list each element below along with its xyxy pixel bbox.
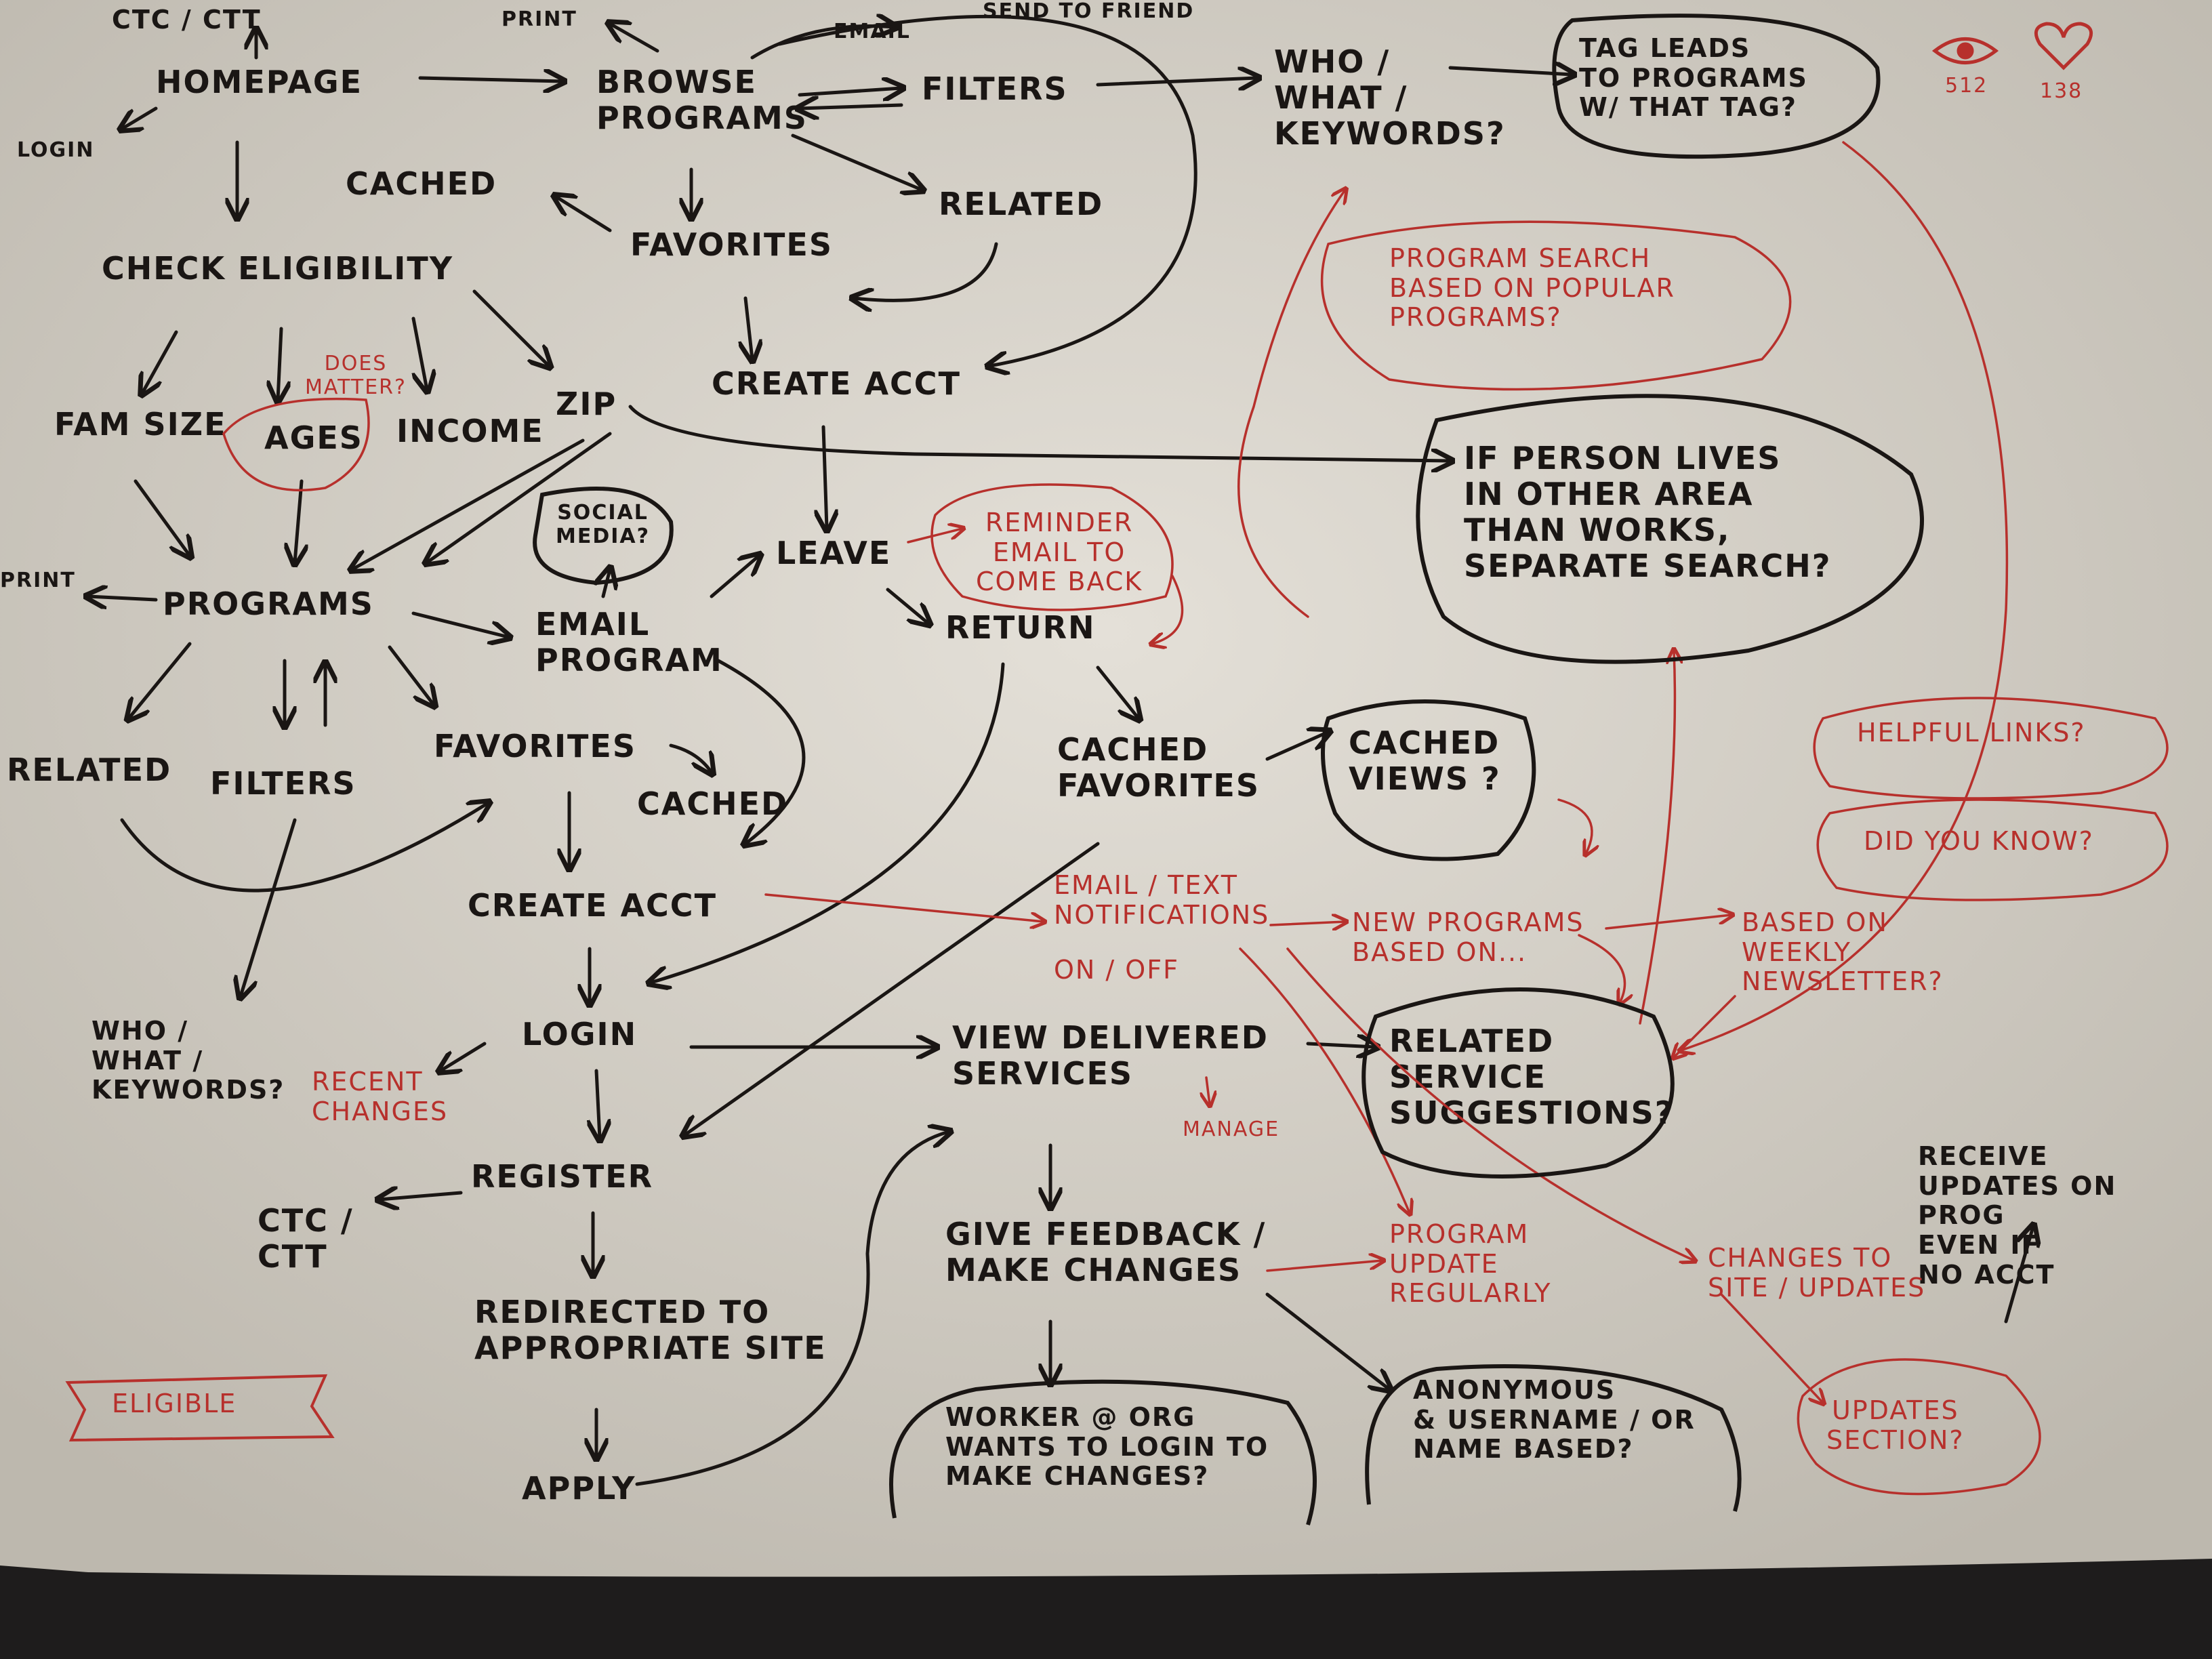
favorites-top: FAVORITES <box>630 226 833 263</box>
views-count: 512 <box>1945 74 1988 98</box>
view-delivered-services-node: VIEW DELIVERED SERVICES <box>952 1019 1269 1092</box>
register-node: REGISTER <box>471 1158 654 1195</box>
programs-node: PROGRAMS <box>163 586 374 622</box>
favorites-mid: FAVORITES <box>434 728 636 764</box>
did-you-know-note: DID YOU KNOW? <box>1864 826 2094 856</box>
check-eligibility-node: CHECK ELIGIBILITY <box>102 250 454 287</box>
cached-favorites-node: CACHED FAVORITES <box>1057 731 1260 804</box>
based-on-weekly-note: BASED ON WEEKLY NEWSLETTER? <box>1742 907 1944 997</box>
worker-at-org-node: WORKER @ ORG WANTS TO LOGIN TO MAKE CHAN… <box>945 1402 1269 1492</box>
fam-size: FAM SIZE <box>54 406 227 443</box>
email-program: EMAIL PROGRAM <box>535 606 723 678</box>
tag-leads-node: TAG LEADS TO PROGRAMS W/ THAT TAG? <box>1579 33 1808 123</box>
anonymous-node: ANONYMOUS & USERNAME / OR NAME BASED? <box>1413 1375 1696 1465</box>
receive-updates-note: RECEIVE UPDATES ON PROG EVEN IF NO ACCT <box>1918 1141 2117 1290</box>
does-matter-note: DOES MATTER? <box>305 352 407 399</box>
related-service-suggestions-node: RELATED SERVICE SUGGESTIONS? <box>1389 1023 1675 1131</box>
recent-changes-note: RECENT CHANGES <box>312 1067 449 1126</box>
on-off-note: ON / OFF <box>1054 955 1179 985</box>
login-top: LOGIN <box>17 138 95 162</box>
cached-top: CACHED <box>346 165 497 202</box>
helpful-links-note: HELPFUL LINKS? <box>1857 718 2086 747</box>
browse-programs-node: BROWSE PROGRAMS <box>596 64 808 136</box>
give-feedback-node: GIVE FEEDBACK / MAKE CHANGES <box>945 1216 1267 1288</box>
program-search-note: PROGRAM SEARCH BASED ON POPULAR PROGRAMS… <box>1389 243 1675 333</box>
email-text-notifications-note: EMAIL / TEXT NOTIFICATIONS <box>1054 870 1270 930</box>
filters-top-node: FILTERS <box>922 70 1068 107</box>
create-acct-mid: CREATE ACCT <box>468 887 717 924</box>
cached-mid: CACHED <box>637 785 789 822</box>
eligible-ribbon-label: ELIGIBLE <box>112 1389 237 1418</box>
reminder-email-note: REMINDER EMAIL TO COME BACK <box>976 508 1143 597</box>
who-what-keywords-top: WHO / WHAT / KEYWORDS? <box>1274 43 1506 152</box>
income: INCOME <box>396 413 544 449</box>
send-to-friend: SEND TO FRIEND <box>983 0 1195 23</box>
related-left: RELATED <box>7 752 172 788</box>
redirected-node: REDIRECTED TO APPROPRIATE SITE <box>474 1294 827 1366</box>
apply-node: APPLY <box>522 1470 636 1507</box>
program-update-note: PROGRAM UPDATE REGULARLY <box>1389 1219 1552 1309</box>
who-what-keywords-bottom: WHO / WHAT / KEYWORDS? <box>91 1016 285 1105</box>
related-top: RELATED <box>939 186 1104 222</box>
email-top: EMAIL <box>834 20 911 43</box>
cached-views-node: CACHED VIEWS ? <box>1349 724 1501 797</box>
manage-note: MANAGE <box>1183 1118 1280 1141</box>
filters-mid: FILTERS <box>210 765 356 802</box>
login-mid-node: LOGIN <box>522 1016 638 1052</box>
social-media-node: SOCIAL MEDIA? <box>556 501 651 548</box>
ctc-ctt-bottom: CTC / CTT <box>258 1202 354 1275</box>
changes-to-site-note: CHANGES TO SITE / UPDATES <box>1708 1243 1926 1303</box>
ctc-ctt-top: CTC / CTT <box>112 5 262 35</box>
homepage-node: HOMEPAGE <box>156 64 363 100</box>
create-acct-top: CREATE ACCT <box>712 365 961 402</box>
print-left: PRINT <box>0 569 76 592</box>
updates-section-note: UPDATES SECTION? <box>1826 1395 1965 1455</box>
leave-node: LEAVE <box>776 535 892 571</box>
ages: AGES <box>264 419 363 456</box>
likes-count: 138 <box>2040 79 2083 103</box>
return-node: RETURN <box>945 609 1096 646</box>
if-person-lives-node: IF PERSON LIVES IN OTHER AREA THAN WORKS… <box>1464 440 1832 584</box>
zip: ZIP <box>556 386 617 422</box>
print-top: PRINT <box>501 7 577 31</box>
new-programs-note: NEW PROGRAMS BASED ON... <box>1352 907 1584 967</box>
